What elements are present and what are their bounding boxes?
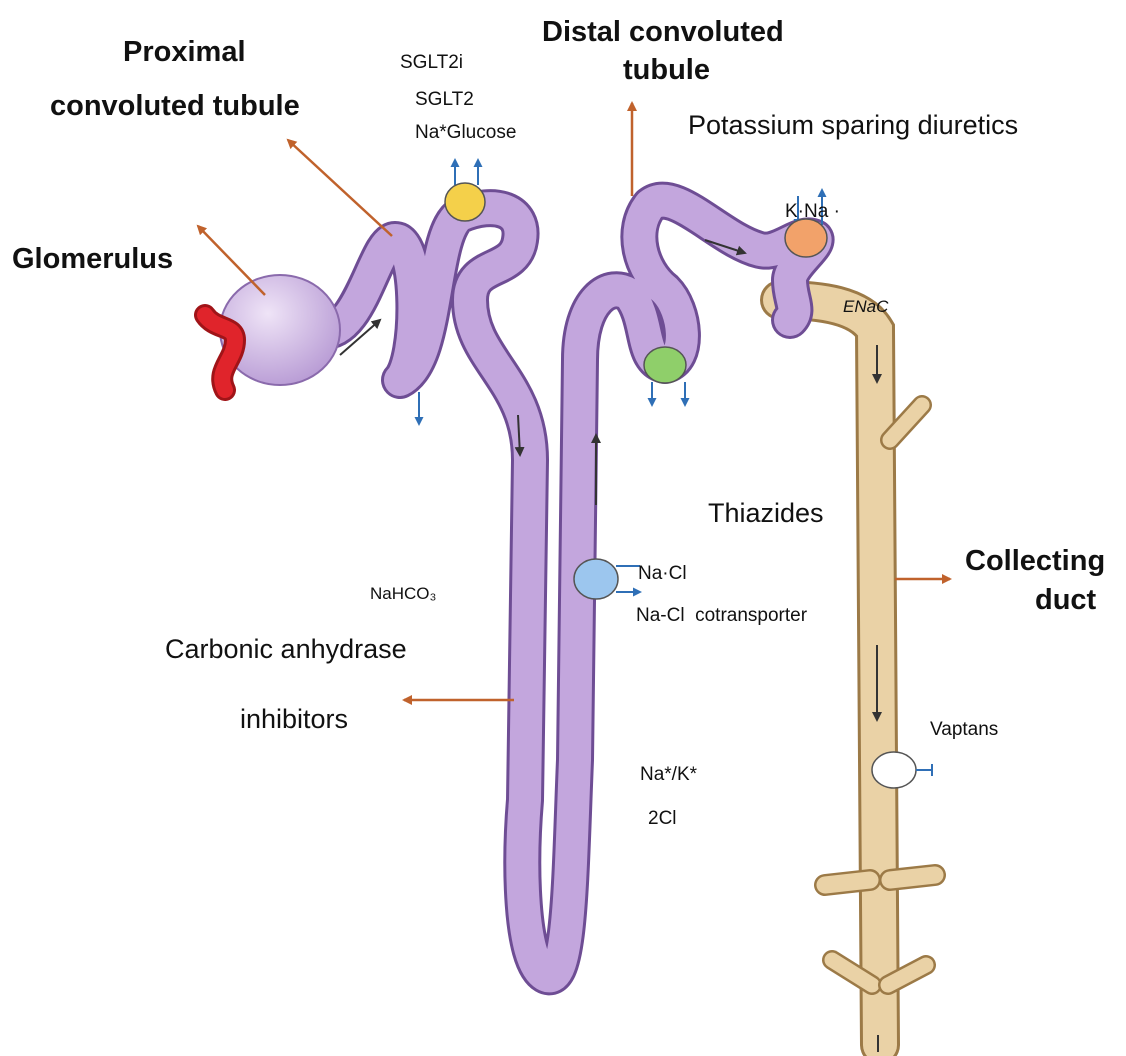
carbonic-anhydrase-line2: inhibitors (240, 706, 348, 733)
nahco3-label: NaHCO₃ (370, 585, 436, 602)
collecting-duct-line2: duct (1035, 586, 1096, 615)
afferent-arteriole (205, 315, 235, 390)
vaptan-receptor (872, 752, 932, 788)
two-cl-label: 2Cl (648, 809, 677, 828)
thiazide-site-transporter (644, 347, 686, 405)
glomerulus-label: Glomerulus (12, 245, 173, 274)
k-na-label: K·Na · (785, 202, 840, 221)
na-glucose-label: Na*Glucose (415, 123, 516, 142)
potassium-sparing-label: Potassium sparing diuretics (688, 112, 1018, 139)
distal-title-line2: tubule (623, 56, 710, 85)
distal-title-line1: Distal convoluted (542, 18, 784, 47)
enac-label: ENaC (843, 298, 888, 315)
vaptans-label: Vaptans (930, 720, 998, 739)
proximal-title-line2: convoluted tubule (50, 92, 300, 121)
collecting-duct (780, 300, 935, 1045)
nak-label: Na*/K* (640, 765, 697, 784)
nkcc-transporter (574, 559, 640, 599)
na-cl-label: Na·Cl (638, 564, 687, 583)
collecting-duct-line1: Collecting (965, 547, 1105, 576)
thiazides-label: Thiazides (708, 500, 824, 527)
sglt2-label: SGLT2 (415, 90, 474, 109)
proximal-title-line1: Proximal (123, 38, 246, 67)
sglt2-transporter (445, 160, 485, 221)
na-cl-cotransporter-label: Na-Cl cotransporter (636, 606, 807, 625)
carbonic-anhydrase-line1: Carbonic anhydrase (165, 636, 407, 663)
sglt2i-label: SGLT2i (400, 53, 463, 72)
